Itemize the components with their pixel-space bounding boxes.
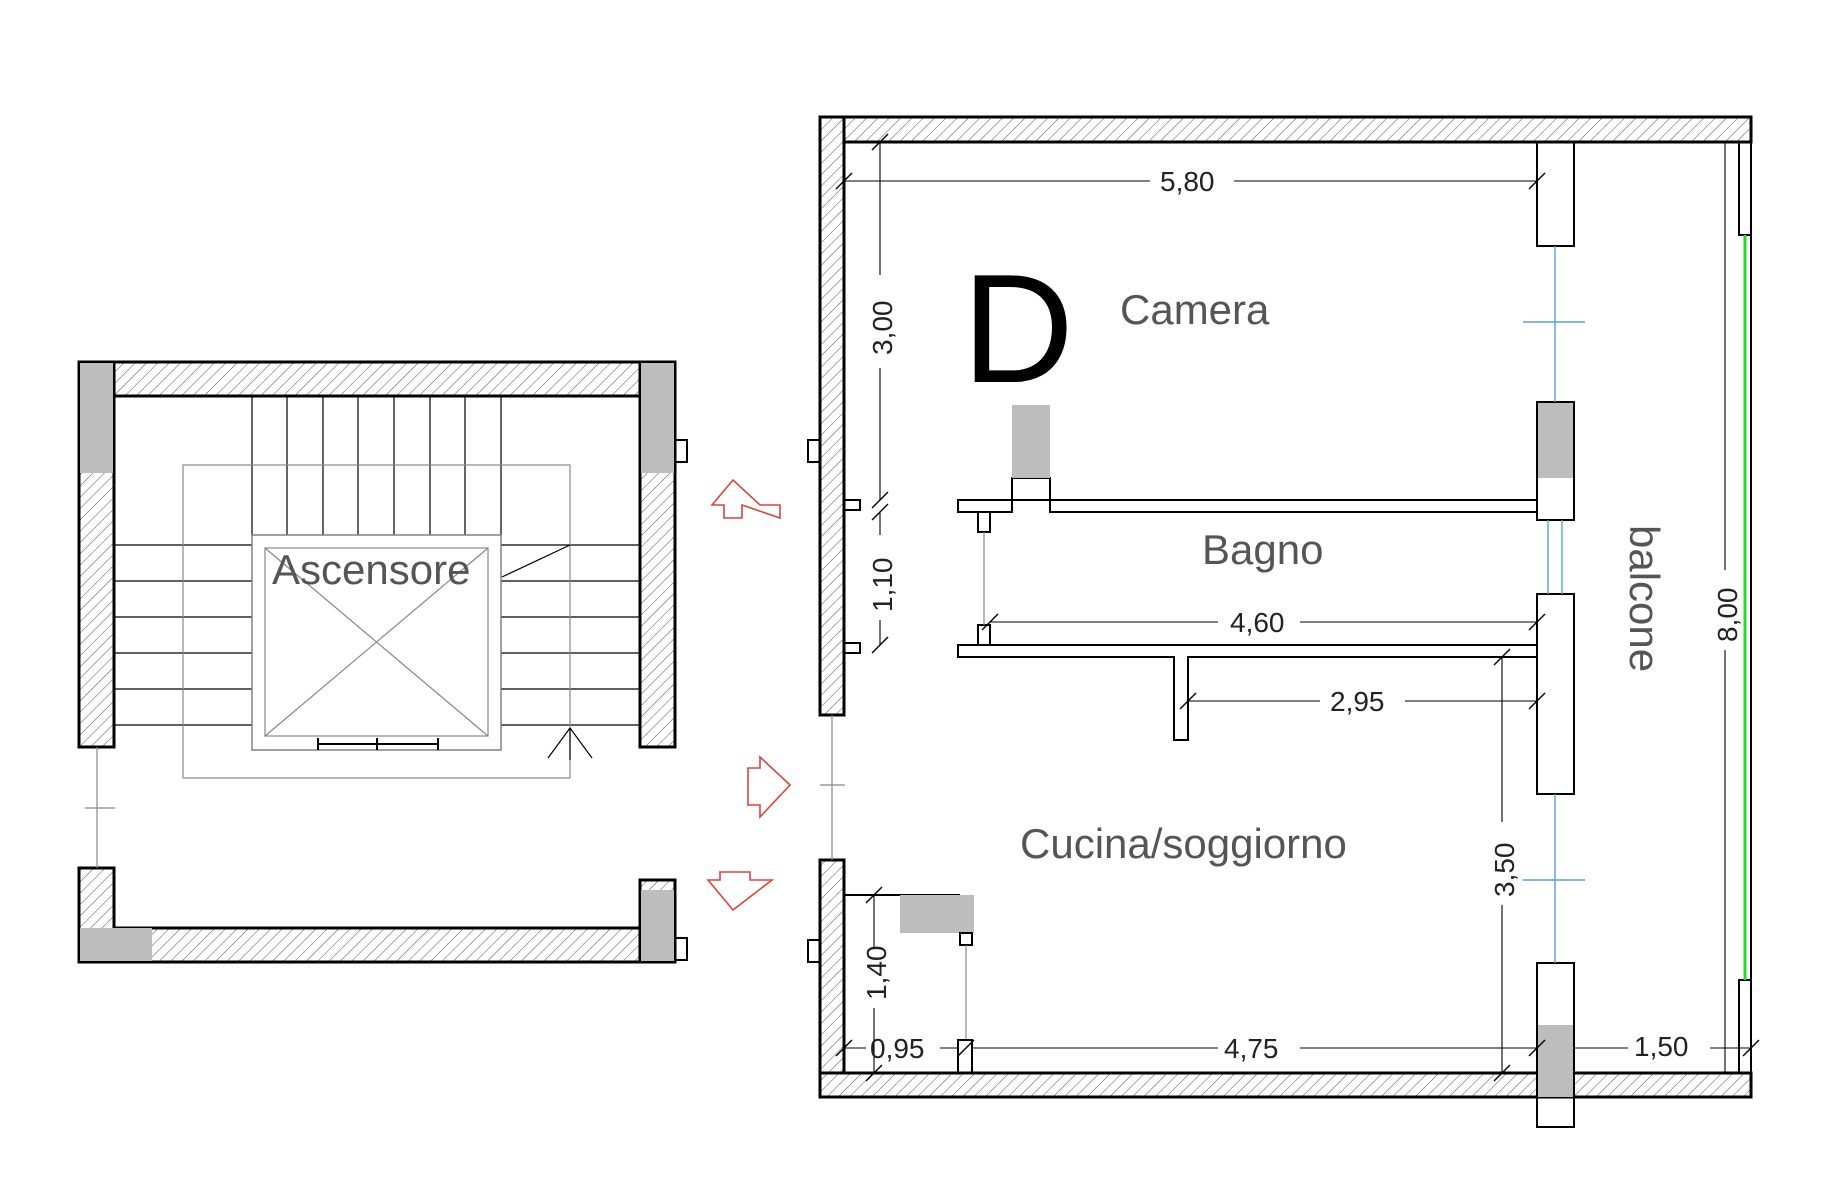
dim-3-50: 3,50 bbox=[1489, 843, 1520, 898]
room-label-balcone: balcone bbox=[1621, 525, 1668, 672]
dim-4-60: 4,60 bbox=[1230, 607, 1285, 638]
dim-1-10: 1,10 bbox=[867, 558, 898, 613]
arrow-up-icon bbox=[710, 478, 781, 520]
dim-5-80: 5,80 bbox=[1160, 166, 1215, 197]
dim-8-00: 8,00 bbox=[1712, 588, 1743, 643]
unit-letter: D bbox=[962, 242, 1074, 415]
dim-0-95: 0,95 bbox=[870, 1033, 925, 1064]
dim-1-40: 1,40 bbox=[861, 946, 892, 1001]
elevator-shaft bbox=[251, 534, 502, 751]
dim-2-95: 2,95 bbox=[1330, 686, 1385, 717]
dim-4-75: 4,75 bbox=[1224, 1033, 1279, 1064]
dim-1-50: 1,50 bbox=[1634, 1031, 1689, 1062]
room-label-bagno: Bagno bbox=[1202, 526, 1323, 573]
dimension-lines bbox=[835, 133, 1760, 1082]
room-label-camera: Camera bbox=[1120, 286, 1270, 333]
stairwell-block: Ascensore bbox=[77, 360, 688, 964]
entry-arrows bbox=[706, 478, 792, 912]
dim-3-00: 3,00 bbox=[867, 301, 898, 356]
arrow-right-icon bbox=[747, 755, 792, 820]
elevator-label: Ascensore bbox=[272, 546, 470, 593]
apartment-d bbox=[807, 115, 1753, 1128]
arrow-down-icon bbox=[706, 871, 775, 912]
room-label-cucina-soggiorno: Cucina/soggiorno bbox=[1020, 820, 1347, 867]
